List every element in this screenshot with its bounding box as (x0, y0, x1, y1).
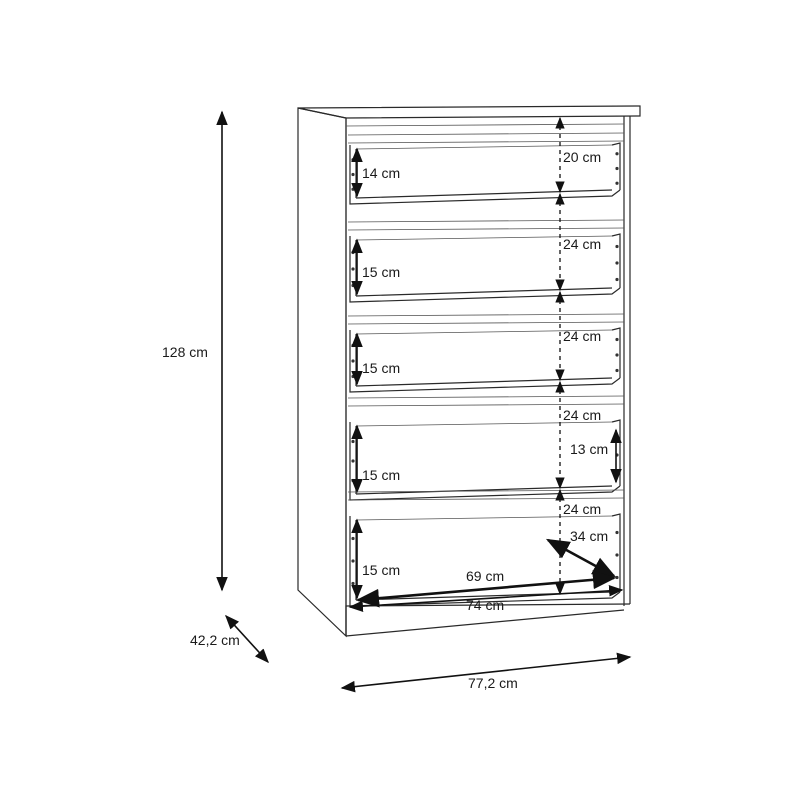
clearance-label: 24 cm (563, 236, 601, 252)
runner-hole (351, 536, 355, 541)
runner-hole (351, 343, 355, 348)
drawer-box (349, 236, 621, 303)
drawer-top-edge (355, 515, 613, 521)
drawer-stack: 14 cm 20 cm 15 cm 24 cm 15 cm 24 cm 15 cm 24 cm… (347, 116, 625, 613)
outer-width-arrow (348, 585, 624, 612)
shelf-rail (347, 227, 625, 231)
drawer-top-edge (355, 329, 613, 335)
runner-hole (615, 166, 619, 171)
runner-hole (351, 250, 355, 255)
width-dimension: 77,2 cm (340, 652, 632, 693)
shelf-rail (347, 321, 625, 325)
runner-hole (615, 152, 619, 156)
shelf-rail (347, 395, 625, 399)
inner-depth-arrow (545, 538, 617, 578)
clearance-label: 20 cm (563, 149, 601, 165)
inner-height-label: 14 cm (362, 165, 400, 181)
shelf-rail (347, 489, 625, 493)
side-height-label: 13 cm (570, 441, 608, 457)
height-label: 128 cm (162, 344, 208, 360)
drawer-top-edge (355, 421, 613, 427)
inner-height-label: 15 cm (362, 467, 400, 483)
runner-hole (351, 459, 355, 463)
drawer-top-edge (355, 144, 613, 150)
inner-depth-label: 34 cm (570, 528, 608, 544)
runner-hole (615, 337, 619, 342)
runner-hole (615, 261, 619, 265)
drawer-bottom (355, 287, 613, 297)
runner-hole (351, 581, 355, 586)
drawer-back (611, 327, 621, 378)
runner-hole (615, 244, 619, 249)
runner-hole (351, 359, 355, 363)
cabinet-body (297, 105, 641, 638)
runner-hole (615, 553, 619, 557)
clearance-label: 24 cm (563, 407, 601, 423)
runner-hole (351, 172, 355, 177)
shelf-rail (347, 219, 625, 223)
clearance-label: 24 cm (563, 328, 601, 344)
inner-width-label: 69 cm (466, 568, 504, 584)
runner-hole (351, 439, 355, 444)
shelf-rail (347, 497, 625, 501)
drawer-back (611, 233, 621, 288)
clearance-label: 24 cm (563, 501, 601, 517)
drawer-bottom (355, 377, 613, 387)
drawer-4: 15 cm 24 cm 13 cm (347, 380, 625, 501)
runner-hole (615, 368, 619, 373)
inner-height-label: 15 cm (362, 562, 400, 578)
drawer-bottom (355, 485, 613, 495)
depth-dimension: 42,2 cm (190, 614, 269, 664)
runner-hole (351, 374, 355, 379)
drawer-top-edge (355, 235, 613, 241)
depth-label: 42,2 cm (190, 632, 240, 648)
runner-hole (351, 267, 355, 271)
runner-hole (351, 187, 355, 191)
drawer-box (349, 145, 621, 205)
runner-hole (615, 181, 619, 185)
drawer-3: 15 cm 24 cm (347, 290, 625, 393)
runner-hole (615, 353, 619, 357)
drawer-back (611, 513, 621, 592)
drawer-2: 15 cm 24 cm (347, 192, 625, 303)
runner-hole (615, 575, 619, 580)
outer-width-label: 74 cm (466, 597, 504, 613)
runner-hole (351, 158, 355, 162)
runner-hole (615, 530, 619, 535)
runner-hole (351, 559, 355, 563)
drawer-1: 14 cm 20 cm (347, 116, 625, 205)
drawer-5: 15 cm 24 cm 34 cm 69 cm 74 cm (347, 488, 625, 613)
shelf-rail (347, 403, 625, 407)
runner-hole (351, 478, 355, 483)
height-dimension: 128 cm (162, 110, 228, 592)
runner-hole (351, 283, 355, 288)
shelf-rail (347, 132, 625, 136)
shelf-rail (347, 140, 625, 144)
drawer-box (349, 422, 621, 501)
inner-height-label: 15 cm (362, 360, 400, 376)
shelf-rail (347, 313, 625, 317)
width-label: 77,2 cm (468, 675, 518, 691)
drawer-back (611, 142, 621, 190)
runner-hole (615, 277, 619, 282)
inner-height-label: 15 cm (362, 264, 400, 280)
drawer-box (349, 330, 621, 393)
drawer-bottom (355, 189, 613, 199)
